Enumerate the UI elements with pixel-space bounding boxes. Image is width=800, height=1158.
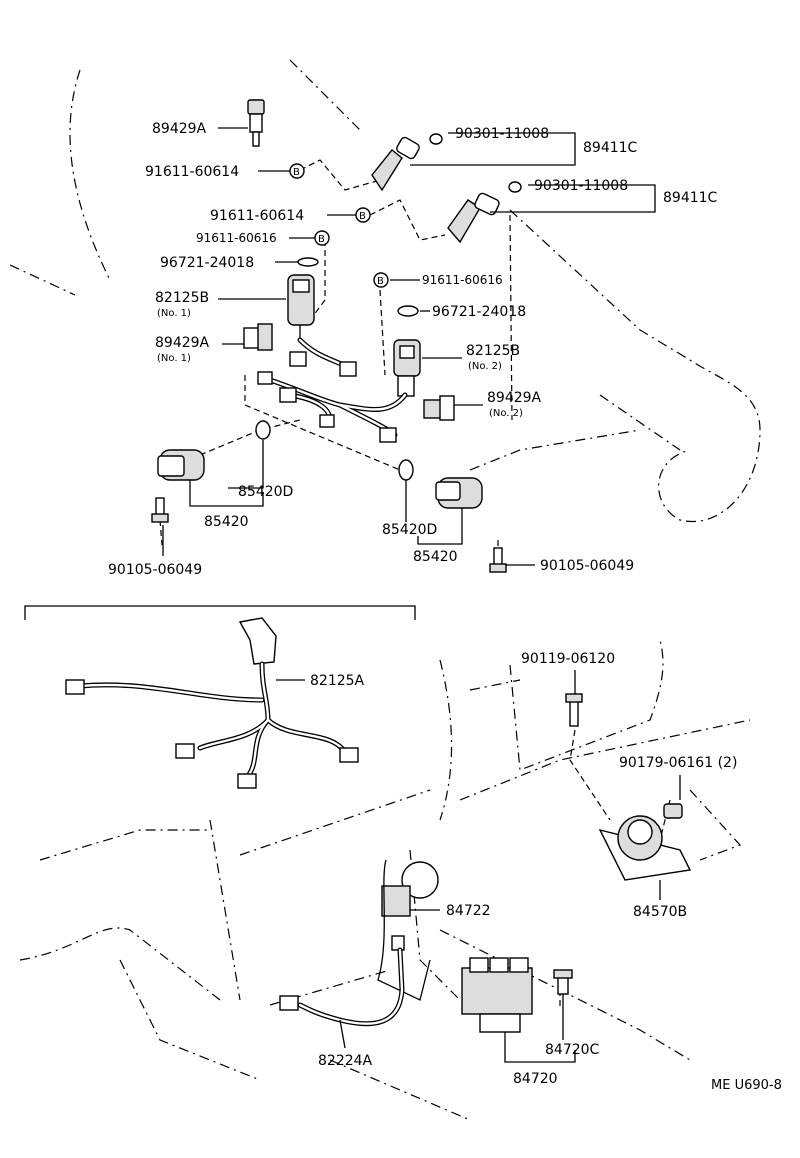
bolt-mark-2: B [359,211,366,222]
label-89411C-a: 89411C [583,140,638,156]
wire-harness-82125A-icon [65,617,359,789]
wire-harness-82224A-icon [279,947,405,1027]
label-91611-60616-b: 91611-60616 [422,273,503,287]
label-82125B-no1: 82125B [155,290,209,306]
solenoid-85420-a-icon [157,449,205,481]
body-outline-bottom [19,605,751,1121]
label-85420D-b: 85420D [382,522,437,538]
switch-89429A-no1-icon [243,323,273,351]
label-91611-60614-a: 91611-60614 [145,164,239,180]
wire-harness-upper-icon [257,337,408,443]
label-84722: 84722 [446,903,491,919]
label-91611-60616-a: 91611-60616 [196,231,277,245]
label-82224A: 82224A [318,1053,373,1069]
label-96721-24018-a: 96721-24018 [160,255,254,271]
label-96721-24018-b: 96721-24018 [432,304,526,320]
label-89429A-no1-sub: (No. 1) [157,353,191,364]
label-84720C: 84720C [545,1042,600,1058]
label-82125B-no2: 82125B [466,343,520,359]
label-85420-b: 85420 [413,549,458,565]
label-90301-11008-a: 90301-11008 [455,126,549,142]
bolt-84720C-icon [553,969,573,995]
label-89411C-b: 89411C [663,190,718,206]
label-89429A-no2-sub: (No. 2) [489,408,523,419]
sensor-89411C-a-icon [371,133,443,192]
switch-89429A-no2-icon [423,395,455,421]
nut-90179-icon [663,803,683,819]
label-89429A-no2: 89429A [487,390,542,406]
gasket-icons [255,257,419,481]
bolt-mark-1: B [293,167,300,178]
sensor-82125B-no1-icon [287,274,315,340]
solenoid-85420-b-icon [435,477,483,509]
leader-lines [162,127,681,1063]
reference-code: ME U690-8 [711,1078,782,1093]
label-91611-60614-b: 91611-60614 [210,208,304,224]
label-84570B: 84570B [633,904,687,920]
label-90105-06049-b: 90105-06049 [540,558,634,574]
label-82125B-no2-sub: (No. 2) [468,361,502,372]
label-90301-11008-b: 90301-11008 [534,178,628,194]
label-82125B-no1-sub: (No. 1) [157,308,191,319]
label-89429A-top: 89429A [152,121,207,137]
label-85420-a: 85420 [204,514,249,530]
label-90179-06161: 90179-06161 (2) [619,755,737,771]
relay-block-84720-icon [461,957,533,1033]
bolt-90105-b-icon [489,547,507,573]
bolt-90105-a-icon [151,497,169,523]
label-82125A: 82125A [310,673,365,689]
label-90119-06120: 90119-06120 [521,651,615,667]
label-90105-06049-a: 90105-06049 [108,562,202,578]
sensor-82125B-no2-icon [393,339,421,397]
bolt-90119-icon [565,693,583,727]
bolt-mark-3: B [318,234,325,245]
label-89429A-no1: 89429A [155,335,210,351]
sensor-89411C-b-icon [447,181,522,244]
buzzer-84570B-icon [598,815,692,881]
label-84720: 84720 [513,1071,558,1087]
bolt-mark-icons [289,163,389,288]
relay-84722-icon [377,859,439,1001]
body-outline-top [9,59,761,523]
bracket-84570B-dash [689,789,742,861]
switch-89429A-top-icon [247,99,265,147]
bolt-mark-4: B [377,276,384,287]
label-85420D-a: 85420D [238,484,293,500]
